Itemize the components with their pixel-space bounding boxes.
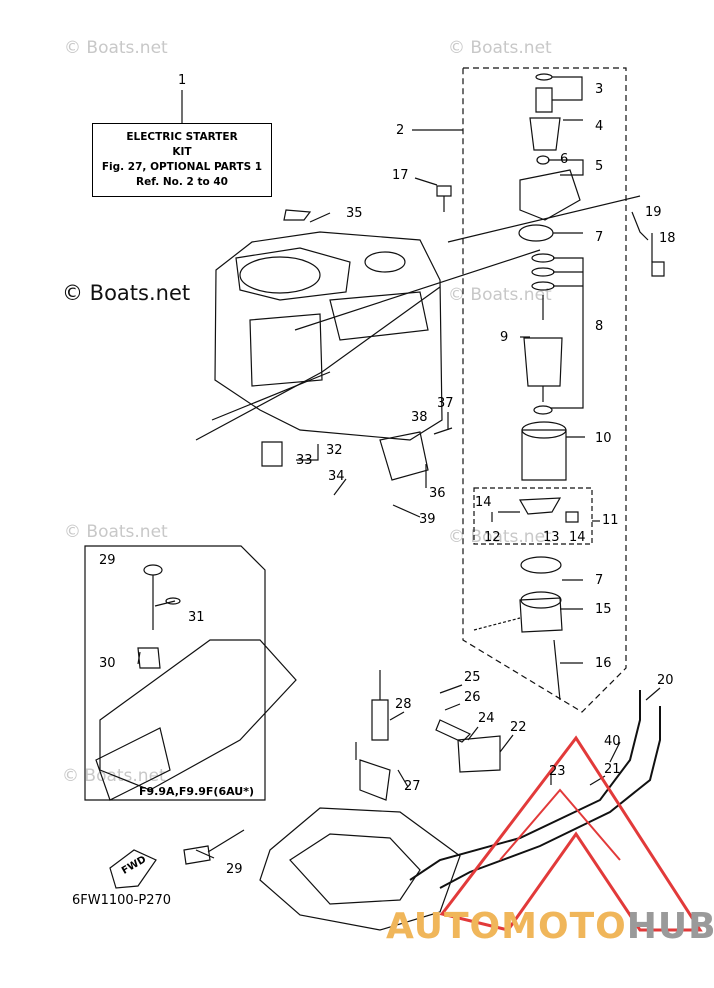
callout-16[interactable]: 16: [595, 656, 612, 671]
kit-line-2: KIT: [172, 146, 192, 158]
brand-part-b: HUB: [626, 906, 714, 947]
callout-13[interactable]: 13: [543, 530, 560, 545]
callout-39[interactable]: 39: [419, 512, 436, 527]
callout-10[interactable]: 10: [595, 431, 612, 446]
callout-9[interactable]: 9: [500, 330, 509, 345]
watermark-dark: © Boats.net: [62, 281, 191, 305]
callout-21[interactable]: 21: [604, 762, 621, 777]
callout-35[interactable]: 35: [346, 206, 363, 221]
callout-29[interactable]: 29: [99, 553, 116, 568]
callout-6[interactable]: 6: [560, 152, 569, 167]
callout-19[interactable]: 19: [645, 205, 662, 220]
callout-12[interactable]: 12: [484, 530, 501, 545]
callout-37[interactable]: 37: [437, 396, 454, 411]
callout-26[interactable]: 26: [464, 690, 481, 705]
callout-5[interactable]: 5: [595, 159, 604, 174]
callout-27[interactable]: 27: [404, 779, 421, 794]
callout-7[interactable]: 7: [595, 230, 604, 245]
callout-11[interactable]: 11: [602, 513, 619, 528]
callout-36[interactable]: 36: [429, 486, 446, 501]
callout-34[interactable]: 34: [328, 469, 345, 484]
callout-18[interactable]: 18: [659, 231, 676, 246]
callout-4[interactable]: 4: [595, 119, 604, 134]
callout-1[interactable]: 1: [178, 73, 187, 88]
callout-32[interactable]: 32: [326, 443, 343, 458]
kit-line-1: ELECTRIC STARTER: [126, 131, 238, 143]
watermark: © Boats.net: [448, 38, 552, 58]
callout-29[interactable]: 29: [226, 862, 243, 877]
callout-31[interactable]: 31: [188, 610, 205, 625]
model-label: F9.9A,F9.9F(6AU*): [139, 785, 254, 798]
brand-part-a: AUTOMOTO: [386, 906, 627, 947]
callout-17[interactable]: 17: [392, 168, 409, 183]
watermark: © Boats.net: [448, 285, 552, 305]
callout-24[interactable]: 24: [478, 711, 495, 726]
callout-25[interactable]: 25: [464, 670, 481, 685]
callout-14[interactable]: 14: [475, 495, 492, 510]
callout-33[interactable]: 33: [296, 453, 313, 468]
callout-20[interactable]: 20: [657, 673, 674, 688]
callout-8[interactable]: 8: [595, 319, 604, 334]
callout-38[interactable]: 38: [411, 410, 428, 425]
watermark: © Boats.net: [64, 522, 168, 542]
watermark: © Boats.net: [64, 38, 168, 58]
automotohub-logo: AUTOMOTOHUB: [386, 906, 714, 947]
callout-40[interactable]: 40: [604, 734, 621, 749]
drawing-reference: 6FW1100-P270: [72, 893, 172, 908]
callout-28[interactable]: 28: [395, 697, 412, 712]
callout-15[interactable]: 15: [595, 602, 612, 617]
kit-line-4: Ref. No. 2 to 40: [136, 176, 228, 188]
callout-22[interactable]: 22: [510, 720, 527, 735]
callout-3[interactable]: 3: [595, 82, 604, 97]
callout-2[interactable]: 2: [396, 123, 405, 138]
electric-starter-kit-box: ELECTRIC STARTER KIT Fig. 27, OPTIONAL P…: [92, 123, 272, 197]
callout-14[interactable]: 14: [569, 530, 586, 545]
callout-23[interactable]: 23: [549, 764, 566, 779]
kit-line-3: Fig. 27, OPTIONAL PARTS 1: [101, 161, 263, 173]
callout-30[interactable]: 30: [99, 656, 116, 671]
callout-7[interactable]: 7: [595, 573, 604, 588]
